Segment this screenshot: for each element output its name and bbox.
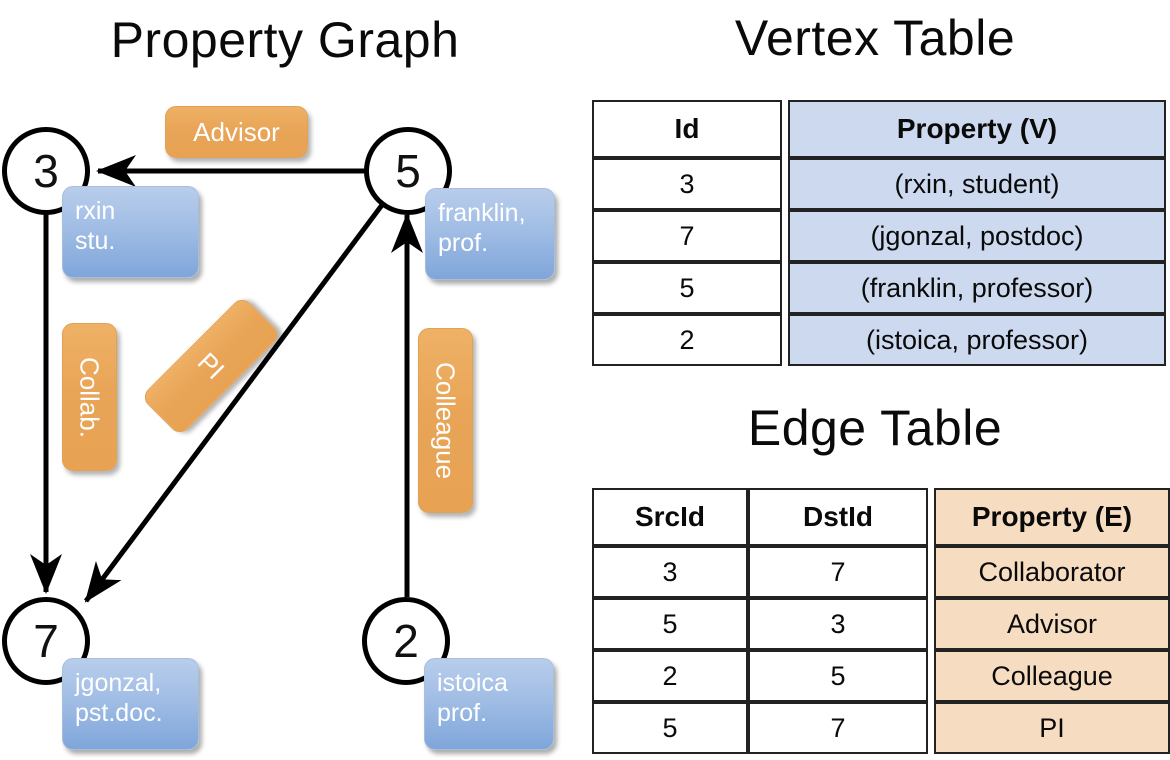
- node-property-line-2: pst.doc.: [75, 699, 163, 727]
- edge-label-advisor: Advisor: [165, 106, 308, 158]
- edge-cell-property: Advisor: [934, 598, 1170, 650]
- edge-5-to-7: [83, 203, 385, 603]
- graph-node-5[interactable]: 5: [364, 127, 452, 215]
- page-title-property-graph: Property Graph: [110, 12, 460, 68]
- column-divider-gap: [782, 314, 788, 366]
- node-property-line-2: stu.: [75, 227, 116, 255]
- page-title-vertex-table: Vertex Table: [734, 10, 1016, 66]
- table-row[interactable]: 5 3 Advisor: [592, 598, 1170, 650]
- graph-node-3[interactable]: 3: [2, 127, 90, 215]
- edge-table-header-dstid: DstId: [748, 488, 928, 546]
- vertex-table-header-property: Property (V): [788, 100, 1166, 158]
- edge-label-collab: Collab.: [62, 323, 117, 471]
- column-divider-gap: [928, 546, 934, 598]
- edge-cell-dstid: 7: [748, 702, 928, 754]
- edge-cell-srcid: 5: [592, 702, 748, 754]
- vertex-cell-id: 5: [592, 262, 782, 314]
- edge-cell-property: Colleague: [934, 650, 1170, 702]
- table-row[interactable]: 2 5 Colleague: [592, 650, 1170, 702]
- edge-table: SrcId DstId Property (E) 3 7 Collaborato…: [592, 488, 1170, 754]
- column-divider-gap: [782, 158, 788, 210]
- table-row[interactable]: 3 (rxin, student): [592, 158, 1166, 210]
- node-property-line-1: rxin: [75, 197, 116, 225]
- table-row[interactable]: 7 (jgonzal, postdoc): [592, 210, 1166, 262]
- page-title-edge-table: Edge Table: [747, 400, 1003, 456]
- edge-label-pi-text: PI: [191, 346, 231, 386]
- vertex-cell-id: 3: [592, 158, 782, 210]
- table-header-row: Id Property (V): [592, 100, 1166, 158]
- column-divider-gap: [928, 488, 934, 546]
- node-property-line-1: franklin,: [438, 199, 526, 227]
- vertex-cell-id: 2: [592, 314, 782, 366]
- vertex-table-header-id: Id: [592, 100, 782, 158]
- node-property-line-2: prof.: [437, 699, 488, 727]
- edge-cell-property: Collaborator: [934, 546, 1170, 598]
- column-divider-gap: [928, 702, 934, 754]
- column-divider-gap: [782, 262, 788, 314]
- table-row[interactable]: 5 (franklin, professor): [592, 262, 1166, 314]
- column-divider-gap: [782, 100, 788, 158]
- node-property-box-istoica: istoica prof.: [424, 658, 554, 750]
- vertex-cell-property: (franklin, professor): [788, 262, 1166, 314]
- node-property-box-franklin: franklin, prof.: [425, 188, 555, 280]
- edge-cell-dstid: 3: [748, 598, 928, 650]
- node-property-box-jgonzal: jgonzal, pst.doc.: [62, 658, 199, 750]
- table-row[interactable]: 5 7 PI: [592, 702, 1170, 754]
- property-graph-diagram: 3 5 7 2 rxin stu. franklin, prof. jgonza…: [0, 85, 580, 760]
- vertex-cell-property: (jgonzal, postdoc): [788, 210, 1166, 262]
- vertex-cell-property: (rxin, student): [788, 158, 1166, 210]
- column-divider-gap: [782, 210, 788, 262]
- table-row[interactable]: 3 7 Collaborator: [592, 546, 1170, 598]
- node-property-line-1: jgonzal,: [75, 669, 162, 697]
- node-property-line-2: prof.: [438, 229, 489, 257]
- vertex-cell-id: 7: [592, 210, 782, 262]
- edge-cell-property: PI: [934, 702, 1170, 754]
- column-divider-gap: [928, 650, 934, 702]
- table-header-row: SrcId DstId Property (E): [592, 488, 1170, 546]
- vertex-cell-property: (istoica, professor): [788, 314, 1166, 366]
- column-divider-gap: [928, 598, 934, 650]
- edge-cell-dstid: 5: [748, 650, 928, 702]
- edge-cell-srcid: 2: [592, 650, 748, 702]
- vertex-table: Id Property (V) 3 (rxin, student) 7 (jgo…: [592, 100, 1166, 366]
- edge-table-header-srcid: SrcId: [592, 488, 748, 546]
- edge-cell-dstid: 7: [748, 546, 928, 598]
- edge-label-colleague: Colleague: [418, 328, 473, 513]
- node-property-line-1: istoica: [437, 669, 508, 697]
- node-property-box-rxin: rxin stu.: [62, 186, 199, 278]
- edge-cell-srcid: 3: [592, 546, 748, 598]
- edge-cell-srcid: 5: [592, 598, 748, 650]
- edge-table-header-property: Property (E): [934, 488, 1170, 546]
- graph-edges-layer: [30, 155, 423, 603]
- table-row[interactable]: 2 (istoica, professor): [592, 314, 1166, 366]
